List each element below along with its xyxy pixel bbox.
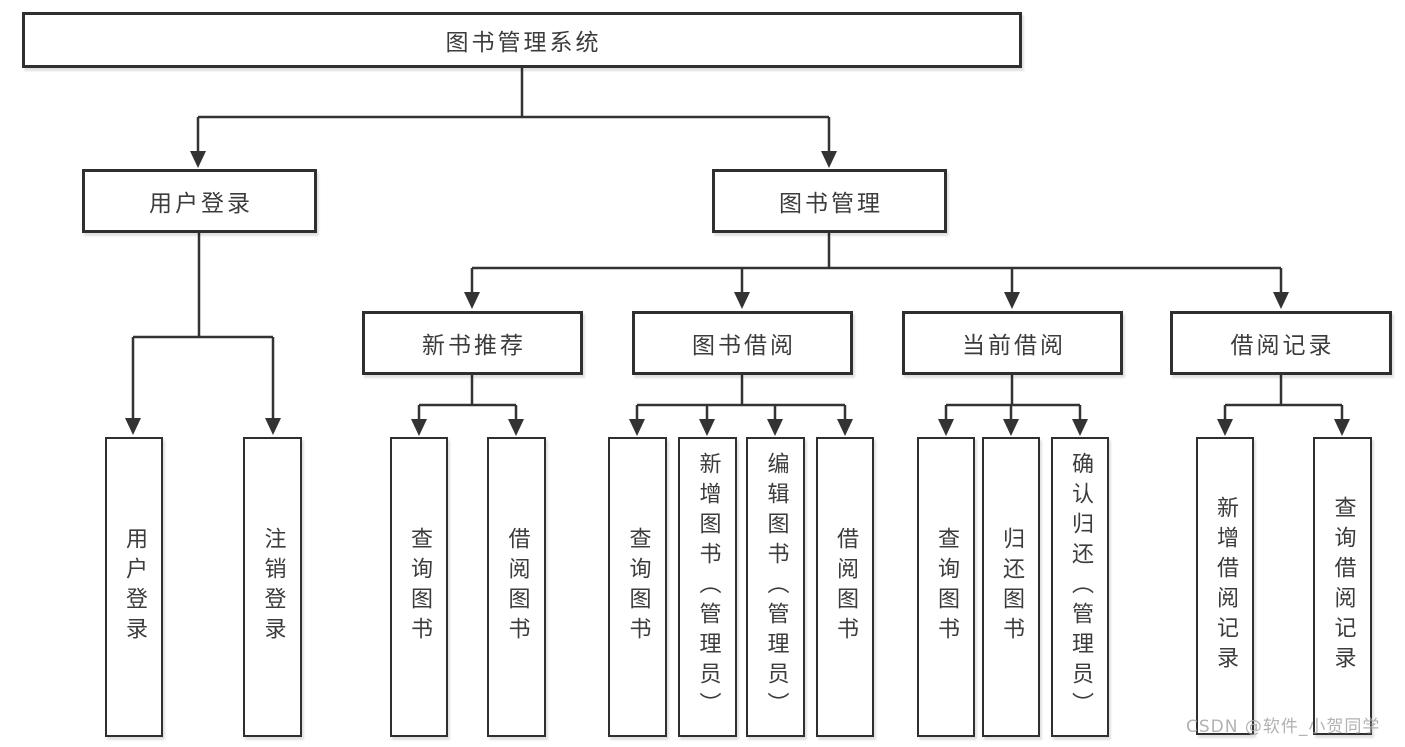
leaf-records-query-borrow-record: 查询借阅记录 bbox=[1313, 437, 1372, 735]
leaf-newbooks-borrow-books: 借阅图书 bbox=[487, 437, 546, 737]
node-new-book-recommendation: 新书推荐 bbox=[362, 311, 583, 375]
leaf-borrowing-add-books-admin: 新增图书（管理员） bbox=[678, 437, 737, 737]
leaf-newbooks-query-books: 查询图书 bbox=[390, 437, 448, 737]
leaf-records-add-borrow-record: 新增借阅记录 bbox=[1196, 437, 1254, 735]
leaf-current-query-books: 查询图书 bbox=[917, 437, 975, 737]
csdn-watermark: CSDN @软件_小贺同学 bbox=[1186, 717, 1381, 737]
leaf-current-return-books: 归还图书 bbox=[982, 437, 1040, 737]
leaf-borrowing-query-books: 查询图书 bbox=[608, 437, 667, 737]
node-current-borrowing: 当前借阅 bbox=[902, 311, 1123, 375]
node-user-login: 用户登录 bbox=[82, 169, 317, 233]
leaf-logout-login: 注销登录 bbox=[243, 437, 302, 737]
node-borrowing-records: 借阅记录 bbox=[1170, 311, 1392, 375]
node-root-library-management-system: 图书管理系统 bbox=[22, 12, 1022, 68]
leaf-current-confirm-return-admin: 确认归还（管理员） bbox=[1051, 437, 1109, 737]
node-book-management: 图书管理 bbox=[712, 169, 947, 233]
leaf-borrowing-borrow-books: 借阅图书 bbox=[816, 437, 874, 737]
leaf-user-login: 用户登录 bbox=[105, 437, 163, 737]
leaf-borrowing-edit-books-admin: 编辑图书（管理员） bbox=[746, 437, 805, 737]
arrowheads bbox=[125, 151, 1350, 436]
node-book-borrowing: 图书借阅 bbox=[632, 311, 853, 375]
